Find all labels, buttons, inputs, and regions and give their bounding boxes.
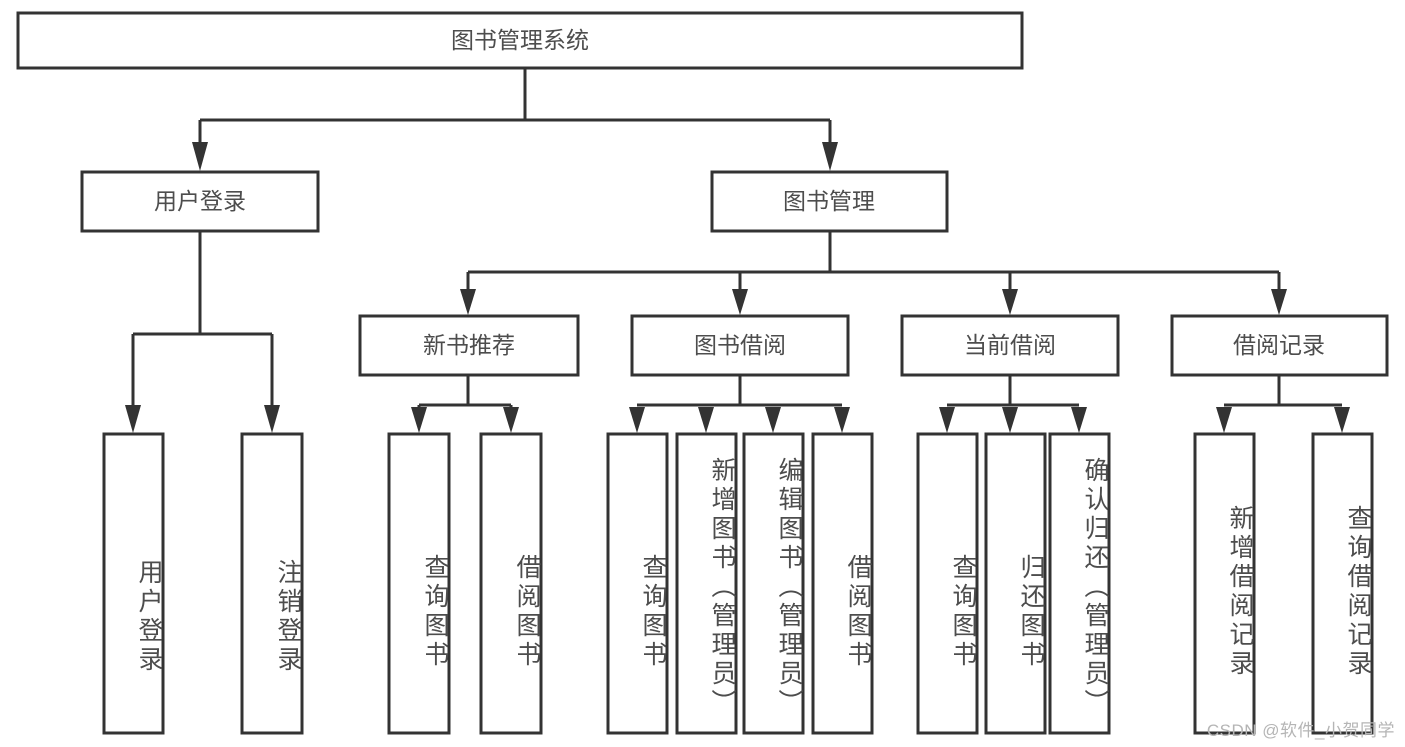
node-book-borrow[interactable]: 图书借阅 [630,314,850,377]
node-borrow-record-box[interactable] [1170,314,1389,377]
arrow-head-br-leaf2 [1334,407,1350,433]
arrow-head-book-mgmt [822,142,838,171]
leaf-box-user-login[interactable] [102,432,165,735]
leaf-box-br-add[interactable] [1193,432,1256,735]
connector-group-borrow-record [1216,375,1350,433]
connector-group-book-mgmt [460,232,1287,315]
arrow-head-borrow-record [1271,289,1287,315]
arrow-head-cb-leaf3 [1071,407,1087,433]
node-book-borrow-label: 图书借阅 [694,332,786,358]
leaf-boxes [102,432,1374,735]
arrow-head-cb-leaf1 [939,407,955,433]
leaf-box-bb-edit[interactable] [742,432,805,735]
node-root-label: 图书管理系统 [451,27,589,53]
arrow-head-nb-leaf2 [503,407,519,433]
connector-group-root [192,68,838,171]
leaf-box-br-query[interactable] [1311,432,1374,735]
leaf-box-cb-return[interactable] [984,432,1047,735]
arrow-head-book-borrow [732,289,748,315]
node-root[interactable]: 图书管理系统 [16,11,1024,70]
connector-group-new-book [411,375,519,433]
leaf-box-cb-confirm[interactable] [1048,432,1111,735]
node-user-login-label: 用户登录 [154,188,246,214]
node-borrow-record-label: 借阅记录 [1233,332,1325,358]
arrow-head-cb-leaf2 [1002,407,1018,433]
leaf-box-bb-query[interactable] [606,432,669,735]
connector-group-current-borrow [939,375,1087,433]
leaf-box-nb-borrow[interactable] [479,432,543,735]
arrow-head-bb-leaf4 [834,407,850,433]
arrow-head-bb-leaf3 [765,407,781,433]
connector-group-user-login [125,231,280,433]
connector-group-book-borrow [629,375,850,433]
arrow-head-leaf-logout [264,405,280,433]
node-book-management[interactable]: 图书管理 [710,170,949,233]
node-book-borrow-box[interactable] [630,314,850,377]
node-book-management-label: 图书管理 [783,188,875,214]
node-current-borrow-label: 当前借阅 [964,332,1056,358]
node-user-login-box[interactable] [80,170,320,233]
watermark-text: CSDN @软件_小贺同学 [1206,721,1395,740]
node-borrow-record[interactable]: 借阅记录 [1170,314,1389,377]
leaf-box-nb-query[interactable] [387,432,451,735]
node-new-book-recommend-box[interactable] [358,314,580,377]
arrow-head-leaf-user-login [125,405,141,433]
arrow-head-current-borrow [1002,289,1018,315]
leaf-box-logout[interactable] [240,432,304,735]
leaf-box-cb-query[interactable] [916,432,979,735]
node-book-management-box[interactable] [710,170,949,233]
arrow-head-user-login [192,142,208,171]
node-current-borrow[interactable]: 当前借阅 [900,314,1120,377]
node-new-book-recommend[interactable]: 新书推荐 [358,314,580,377]
leaf-box-bb-add[interactable] [675,432,738,735]
arrow-head-new-book [460,289,476,315]
node-current-borrow-box[interactable] [900,314,1120,377]
leaf-box-bb-borrow[interactable] [811,432,874,735]
arrow-head-nb-leaf1 [411,407,427,433]
node-root-box[interactable] [16,11,1024,70]
arrow-head-br-leaf1 [1216,407,1232,433]
arrow-head-bb-leaf1 [629,407,645,433]
arrow-head-bb-leaf2 [698,407,714,433]
node-new-book-recommend-label: 新书推荐 [423,332,515,358]
node-user-login[interactable]: 用户登录 [80,170,320,233]
